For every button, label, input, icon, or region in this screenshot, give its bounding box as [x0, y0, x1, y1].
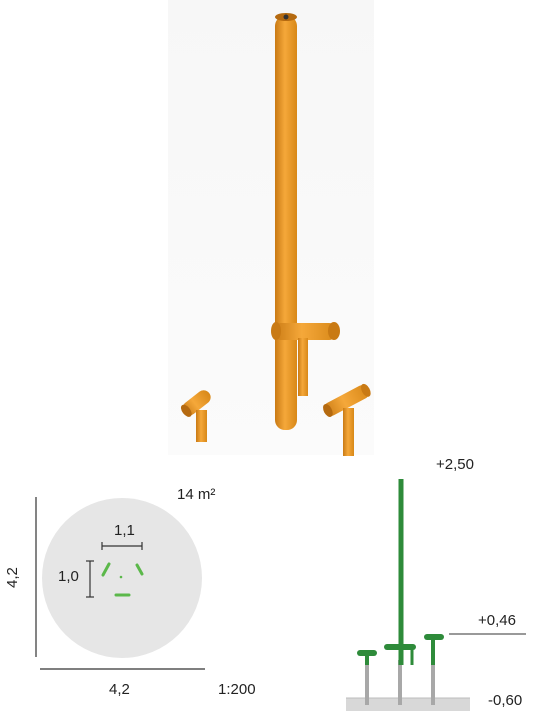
tall-post	[275, 13, 297, 430]
foundation-level-label: -0,60	[488, 692, 523, 709]
left-short-post	[180, 390, 211, 442]
area-label: 14 m²	[177, 486, 216, 503]
plan-view	[35, 497, 205, 670]
safety-zone-circle	[42, 498, 202, 658]
foundation-strip	[346, 698, 470, 711]
equipment-footprint	[101, 562, 144, 597]
inner-height-label: 1,0	[58, 568, 79, 585]
inner-height-dimension	[86, 560, 94, 598]
central-arm	[271, 322, 340, 396]
elevation-view	[346, 479, 526, 711]
right-short-post	[323, 383, 371, 456]
top-level-label: +2,50	[436, 456, 474, 473]
scale-label: 1:200	[218, 681, 256, 698]
plan-height-label: 4,2	[4, 567, 21, 588]
inner-width-dimension	[101, 542, 143, 550]
plan-width-label: 4,2	[109, 681, 130, 698]
inner-width-label: 1,1	[114, 522, 135, 539]
mid-level-label: +0,46	[478, 612, 516, 629]
product-render-background	[168, 0, 374, 455]
